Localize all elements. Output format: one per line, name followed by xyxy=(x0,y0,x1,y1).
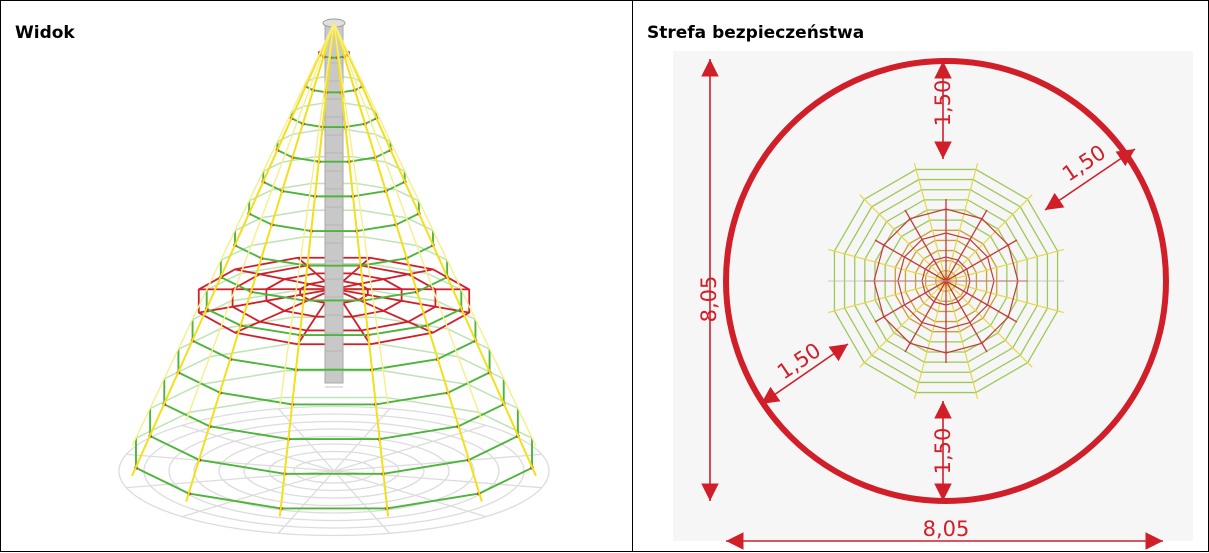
back-ring-segment xyxy=(199,371,284,385)
top-clearance-label: 1,50 xyxy=(931,80,955,127)
back-ring-segment xyxy=(342,77,355,79)
back-ring-segment xyxy=(364,237,417,245)
view-panel: Widok xyxy=(0,0,633,552)
front-ring-segment xyxy=(479,468,532,494)
back-ring-segment xyxy=(313,77,326,79)
front-ring-segment xyxy=(164,404,209,426)
width-dimension-label: 8,05 xyxy=(923,517,970,541)
back-ring-segment xyxy=(251,237,304,245)
shadow-spoke xyxy=(334,471,486,517)
back-ring-segment xyxy=(345,103,365,106)
yellow-cable xyxy=(132,23,334,476)
front-ring-segment xyxy=(383,460,468,474)
front-ring-segment xyxy=(458,404,503,426)
back-ring-segment xyxy=(303,103,323,106)
back-ring-segment xyxy=(383,371,468,385)
safety-zone-drawing: 8,05 8,05 1,50 1,50 1,50 1,50 xyxy=(633,1,1209,553)
shadow-spoke xyxy=(182,471,334,517)
bottom-clearance-label: 1,50 xyxy=(931,428,955,475)
front-ring-segment xyxy=(136,468,189,494)
back-ring-segment xyxy=(230,291,296,302)
yellow-cable xyxy=(334,23,536,476)
front-ring-segment xyxy=(427,309,461,326)
shadow-spoke xyxy=(182,425,334,471)
height-dimension-label: 8,05 xyxy=(697,276,721,323)
back-ring-segment xyxy=(293,130,319,134)
front-ring-segment xyxy=(199,460,284,474)
safety-zone-panel: Strefa bezpieczeństwa 8,05 8,05 1,50 1,5… xyxy=(632,0,1209,552)
rope-pyramid-render xyxy=(1,1,634,553)
back-ring-segment xyxy=(262,210,308,217)
shadow-spoke xyxy=(334,425,486,471)
ground-shadow-net xyxy=(119,407,549,536)
back-ring-segment xyxy=(361,210,407,217)
back-ring-segment xyxy=(349,130,375,134)
front-ring-segment xyxy=(207,309,241,326)
back-ring-segment xyxy=(372,291,438,302)
